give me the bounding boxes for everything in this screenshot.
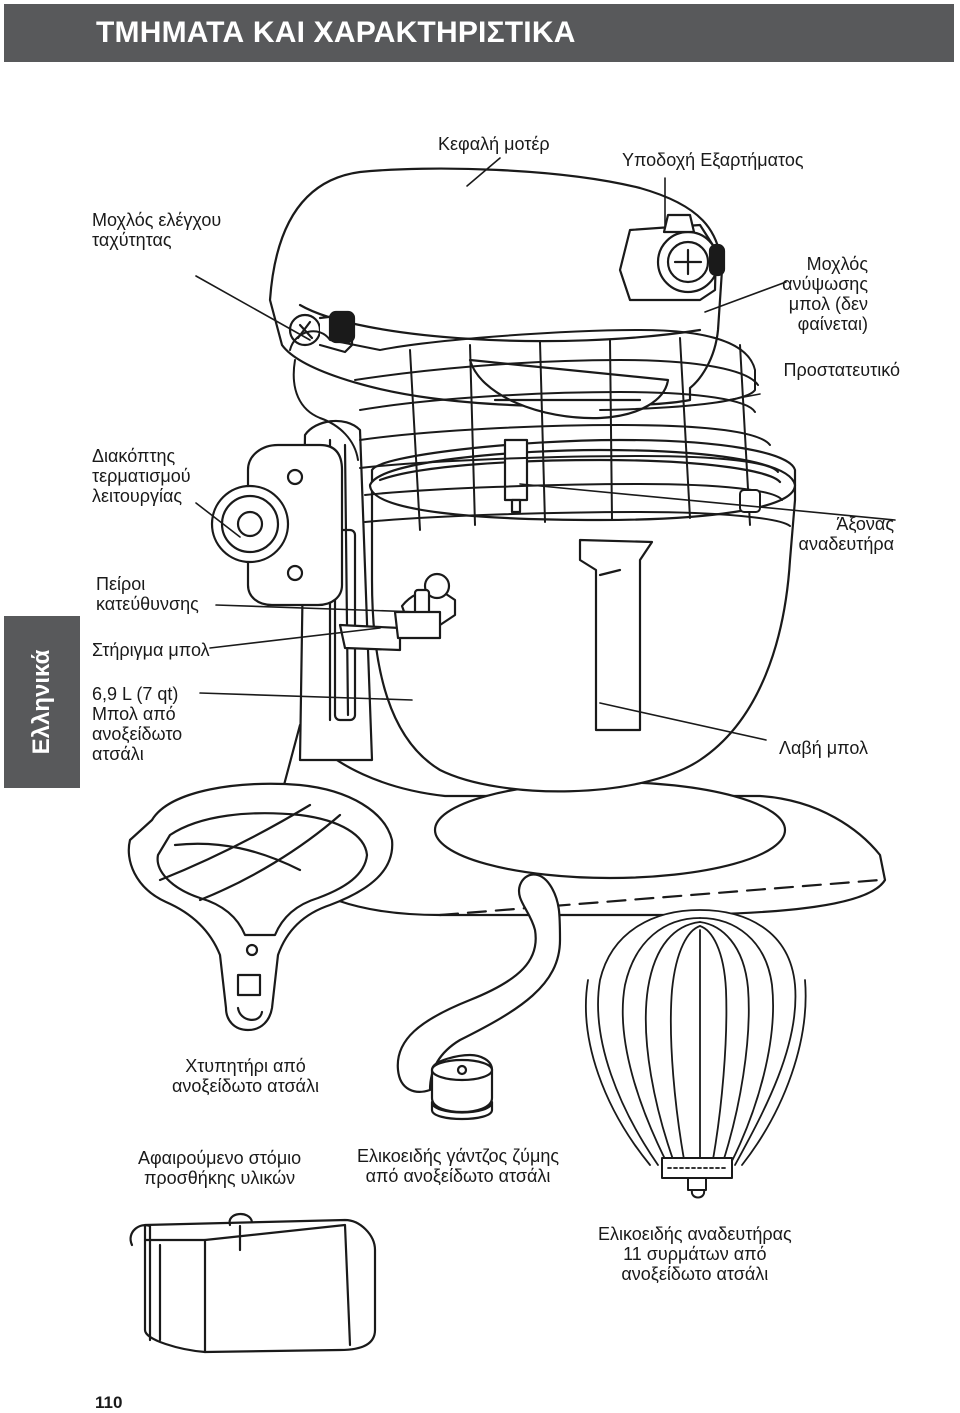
callout-lines (196, 158, 895, 740)
motor-head (270, 169, 722, 419)
beater-shaft (505, 440, 527, 512)
label-locating-pins: Πείροι κατεύθυνσης (96, 574, 199, 614)
label-beater-shaft: Άξονας αναδευτήρα (798, 514, 894, 554)
label-bowl-handle: Λαβή μπολ (779, 738, 868, 758)
label-bowl-support: Στήριγμα μπολ (92, 640, 210, 660)
language-tab: Ελληνικά (4, 616, 80, 788)
page-header-bar: ΤΜΗΜΑΤΑ ΚΑΙ ΧΑΡΑΚΤΗΡΙΣΤΙΚΑ (4, 4, 954, 62)
label-shutdown-switch: Διακόπτης τερματισμού λειτουργίας (92, 446, 191, 506)
label-bowl: 6,9 L (7 qt) Μπολ από ανοξείδωτο ατσάλι (92, 684, 183, 764)
label-bowl-lift: Μοχλός ανύψωσης μπολ (δεν φαίνεται) (782, 254, 868, 334)
flat-beater-illustration (129, 784, 392, 1030)
label-guard: Προστατευτικό (783, 360, 901, 380)
label-attachment-hub: Υποδοχή Εξαρτήματος (622, 150, 804, 170)
pouring-shield-illustration (131, 1214, 375, 1352)
page-title: ΤΜΗΜΑΤΑ ΚΑΙ ΧΑΡΑΚΤΗΡΙΣΤΙΚΑ (96, 16, 576, 49)
label-motor-head: Κεφαλή μοτέρ (438, 134, 550, 154)
attachment-hub (620, 215, 724, 300)
bowl-handle (580, 540, 652, 730)
label-dough-hook: Ελικοειδής γάντζος ζύμης από ανοξείδωτο … (357, 1146, 560, 1186)
label-speed-control: Μοχλός ελέγχου ταχύτητας (92, 210, 222, 250)
label-flat-beater: Χτυπητήρι από ανοξείδωτο ατσάλι (172, 1056, 319, 1096)
wire-whip-illustration (586, 910, 806, 1198)
dough-hook-illustration (398, 874, 560, 1119)
shutdown-switch-panel (212, 445, 342, 605)
label-wire-whip: Ελικοειδής αναδευτήρας 11 συρμάτων από α… (598, 1224, 792, 1284)
label-pouring-shield: Αφαιρούμενο στόμιο προσθήκης υλικών (138, 1148, 302, 1188)
bowl-support (340, 574, 455, 650)
page-number: 110 (95, 1393, 123, 1412)
mixer-base (280, 725, 885, 915)
